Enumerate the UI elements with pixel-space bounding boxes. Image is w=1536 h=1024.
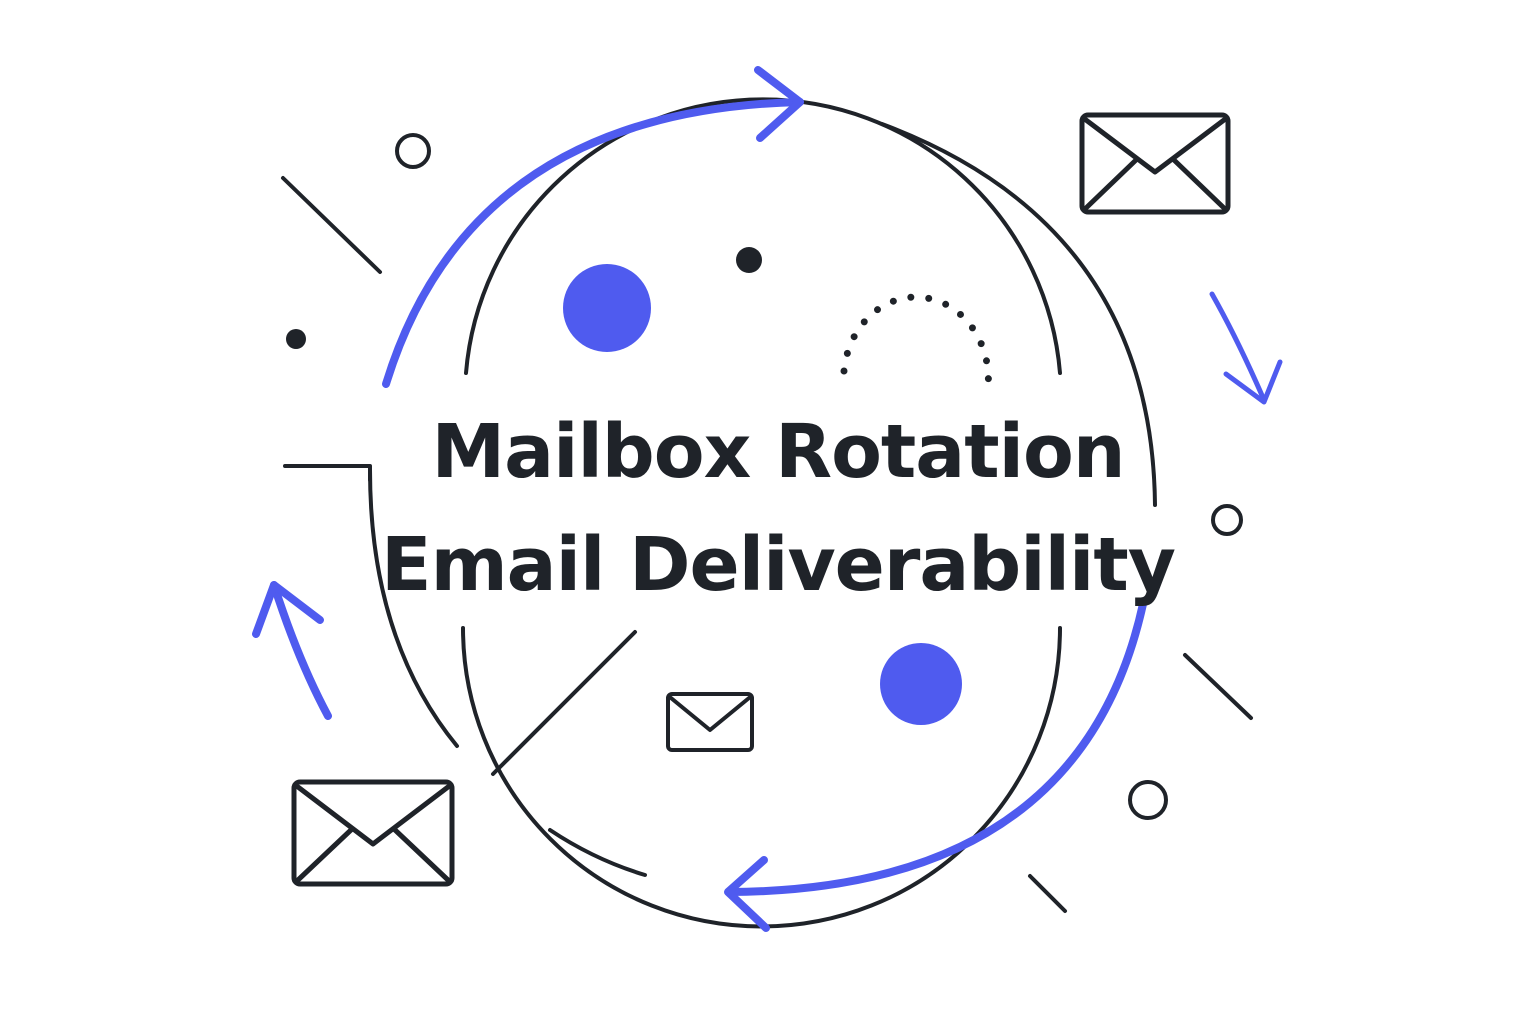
- ring: [395, 133, 431, 169]
- title-line-1: Mailbox Rotation: [431, 409, 1126, 495]
- rotation-arrow-bottom: [724, 600, 1147, 932]
- rotation-arrow-top: [382, 66, 804, 388]
- dotted-arc: [840, 293, 992, 392]
- blue-dot: [563, 264, 651, 352]
- envelope-icon: [1079, 112, 1231, 215]
- title-line-2: Email Deliverability: [381, 522, 1176, 608]
- black-dot: [736, 247, 762, 273]
- outer-ring-arc-bottom: [548, 828, 647, 877]
- deco-line: [1183, 653, 1253, 720]
- envelope-icon: [291, 779, 455, 887]
- black-dot: [286, 329, 306, 349]
- rotation-arrow-right: [1209, 291, 1283, 405]
- deco-line: [491, 630, 637, 776]
- deco-line: [1028, 874, 1067, 913]
- envelope-icon: [666, 692, 754, 752]
- blue-dot: [880, 643, 962, 725]
- inner-ring-arc-top: [464, 97, 1062, 375]
- connector-line: [283, 464, 372, 482]
- rotation-arrow-left: [252, 581, 332, 720]
- inner-ring-arc-bottom: [461, 626, 1062, 929]
- ring: [1128, 780, 1168, 820]
- ring: [1211, 504, 1243, 536]
- outer-ring-arc-left: [368, 468, 459, 748]
- deco-line: [281, 176, 382, 274]
- outer-ring-arc-right: [880, 122, 1157, 507]
